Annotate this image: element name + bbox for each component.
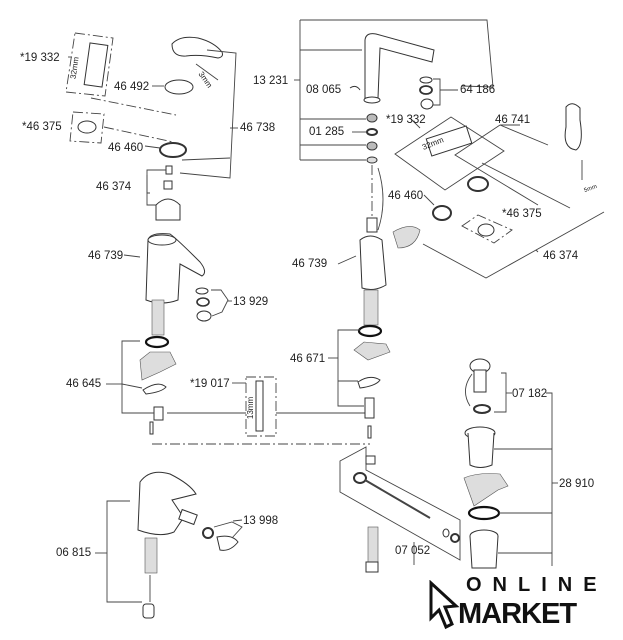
part-label-46739: 46 739 [88, 250, 124, 262]
bidet-mixer-icon [137, 471, 197, 536]
part-label-46645: 46 645 [66, 378, 102, 390]
tool-46375b-box [461, 214, 513, 244]
part-label-06815: 06 815 [56, 547, 92, 559]
part-label-19332: *19 332 [20, 52, 60, 64]
part-label-46738: 46 738 [240, 122, 276, 134]
logo-online-text: ONLINE [466, 574, 608, 596]
nut-46460b-icon [467, 176, 489, 192]
lever-handle-icon [171, 36, 223, 59]
drain-knob-icon [142, 603, 155, 619]
rod-icon [149, 421, 154, 435]
tool-19332b-box [394, 116, 505, 191]
part-label-46375: *46 375 [22, 121, 62, 133]
part-label-46492: 46 492 [114, 81, 150, 93]
tool-19332-box [65, 32, 114, 97]
nut-icon [153, 406, 164, 421]
cartridge-46374b-icon [392, 226, 421, 249]
insert-46375-icon [77, 120, 97, 134]
part-label-13929: 13 929 [233, 296, 269, 308]
tool-19017-box [245, 376, 277, 437]
part-label-46374b: 46 374 [543, 250, 579, 262]
part-label-13998: 13 998 [243, 515, 279, 527]
part-label-19332b: *19 332 [386, 114, 426, 126]
part-label-07052: 07 052 [395, 545, 431, 557]
cursor-arrow-icon [429, 580, 460, 630]
part-label-46671: 46 671 [290, 353, 326, 365]
mixer-body-46739-icon [145, 233, 206, 304]
o-ring-icon [144, 335, 170, 349]
spout-13231-icon [364, 33, 435, 99]
clamp-icon [142, 383, 167, 395]
part-label-64186: 64 186 [460, 84, 496, 96]
part-label-28910: 28 910 [559, 478, 595, 490]
clamp-b-icon [357, 376, 381, 389]
nut-46460-icon [159, 142, 187, 158]
spray-head-13998-icon [216, 535, 239, 551]
part-label-46741: 46 741 [495, 114, 531, 126]
cartridge-46374-icon [155, 198, 181, 221]
waste-body-icon [467, 432, 495, 468]
washer-plate-icon [139, 351, 177, 381]
part-label-46739b: 46 739 [292, 258, 328, 270]
part-label-19017: *19 017 [190, 378, 230, 390]
dimension-13mm: 13mm [246, 396, 256, 420]
part-label-46460b: 46 460 [388, 190, 424, 202]
part-label-08065: 08 065 [306, 84, 342, 96]
mixer-body-46739b-icon [359, 235, 387, 290]
part-label-07182: 07 182 [512, 388, 548, 400]
left-faucet-assembly [65, 32, 370, 619]
part-label-46374: 46 374 [96, 181, 132, 193]
flex-hose-icon [151, 299, 165, 336]
part-label-13231: 13 231 [253, 75, 289, 87]
o-ring-b-icon [357, 324, 383, 338]
adapter-icon [163, 180, 173, 190]
cap-46492-icon [164, 79, 194, 95]
logo-market-text: MARKET [458, 598, 577, 630]
part-label-46460: 46 460 [108, 142, 144, 154]
popup-rod-frame [339, 446, 461, 561]
extension-tool-icon [83, 42, 109, 88]
screw-icon [165, 165, 173, 175]
part-label-46375b: *46 375 [502, 208, 542, 220]
online-market-logo: ONLINE MARKET [428, 574, 597, 632]
right-faucet-assembly [294, 19, 605, 573]
waste-nut-icon [469, 535, 499, 569]
part-label-01285: 01 285 [309, 126, 345, 138]
aerator-64186-icon [420, 98, 434, 110]
handle-key-08065-icon [349, 85, 361, 91]
extension-tool-b-icon [425, 125, 473, 157]
lever-handle-b-icon [564, 103, 582, 151]
tool-46375-box [69, 111, 105, 144]
aerator-13929-icon [196, 310, 212, 322]
waste-seal-icon [467, 505, 501, 521]
